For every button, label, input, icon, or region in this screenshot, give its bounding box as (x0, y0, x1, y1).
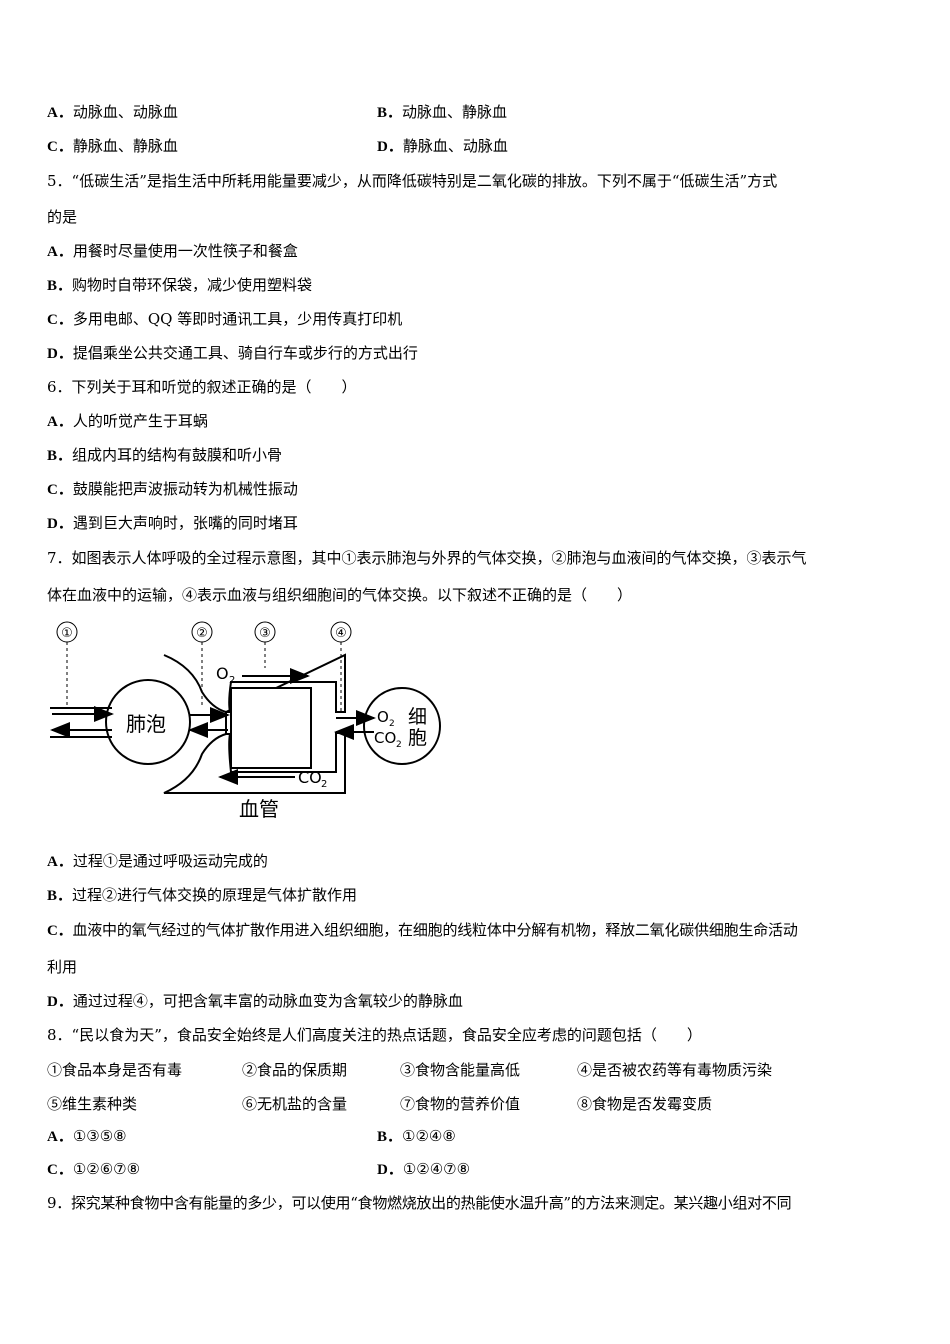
q4-option-b: B．动脉血、静脉血 (377, 103, 508, 121)
svg-text:CO: CO (374, 729, 396, 747)
q8-item: ①食品本身是否有毒 (47, 1061, 183, 1079)
svg-text:2: 2 (321, 779, 327, 790)
q9-stem-line1: 9．探究某种食物中含有能量的多少，可以使用“食物燃烧放出的热能使水温升高”的方法… (47, 1194, 792, 1212)
q5-option-a: A．用餐时尽量使用一次性筷子和餐盒 (47, 242, 298, 260)
svg-text:②: ② (196, 626, 208, 641)
q7-stem-line2: 体在血液中的运输，④表示血液与组织细胞间的气体交换。以下叙述不正确的是（ ） (47, 586, 633, 604)
q7-option-a: A．过程①是通过呼吸运动完成的 (47, 852, 268, 870)
respiration-diagram: ① ② ③ ④ 肺泡 O 2 CO 2 O 2 细 CO 2 胞 (50, 621, 441, 821)
q8-item: ④是否被农药等有毒物质污染 (577, 1061, 773, 1079)
svg-text:④: ④ (335, 626, 347, 641)
vessel-label: 血管 (239, 797, 279, 821)
q4-option-d: D．静脉血、动脉血 (377, 137, 508, 155)
q7-option-d: D．通过过程④，可把含氧丰富的动脉血变为含氧较少的静脉血 (47, 992, 463, 1010)
q8-item: ⑤维生素种类 (47, 1095, 138, 1113)
q6-stem: 6．下列关于耳和听觉的叙述正确的是（ ） (47, 378, 357, 396)
q5-option-c: C．多用电邮、QQ 等即时通讯工具，少用传真打印机 (47, 310, 403, 328)
svg-text:CO: CO (298, 768, 322, 787)
svg-text:2: 2 (229, 675, 235, 686)
q7-option-c: C．血液中的氧气经过的气体扩散作用进入组织细胞，在细胞的线粒体中分解有机物，释放… (47, 921, 798, 939)
q4-option-a: A．动脉血、动脉血 (47, 103, 178, 121)
q5-option-d: D．提倡乘坐公共交通工具、骑自行车或步行的方式出行 (47, 344, 418, 362)
svg-text:①: ① (61, 626, 73, 641)
q5-option-b: B．购物时自带环保袋，减少使用塑料袋 (47, 276, 313, 294)
marker-3: ③ (254, 621, 276, 643)
q6-option-d: D．遇到巨大声响时，张嘴的同时堵耳 (47, 514, 298, 532)
svg-text:O: O (216, 664, 229, 683)
q5-stem-line2: 的是 (47, 208, 78, 226)
q8-item: ⑥无机盐的含量 (242, 1095, 348, 1113)
q8-option-c: C．①②⑥⑦⑧ (47, 1160, 141, 1178)
svg-text:③: ③ (259, 626, 271, 641)
q8-item: ⑧食物是否发霉变质 (577, 1095, 713, 1113)
lung-label: 肺泡 (126, 712, 166, 736)
svg-text:细: 细 (408, 706, 427, 728)
q8-option-d: D．①②④⑦⑧ (377, 1160, 471, 1178)
q8-stem: 8．“民以食为天”，食品安全始终是人们高度关注的热点话题，食品安全应考虑的问题包… (47, 1026, 702, 1044)
marker-2: ② (191, 621, 213, 643)
q8-item: ⑦食物的营养价值 (400, 1095, 521, 1113)
q8-option-a: A．①③⑤⑧ (47, 1127, 127, 1145)
svg-text:2: 2 (389, 719, 395, 729)
svg-text:O: O (377, 708, 389, 726)
q7-option-b: B．过程②进行气体交换的原理是气体扩散作用 (47, 886, 358, 904)
q6-option-b: B．组成内耳的结构有鼓膜和听小骨 (47, 446, 283, 464)
q8-item: ②食品的保质期 (242, 1061, 348, 1079)
q6-option-a: A．人的听觉产生于耳蜗 (47, 412, 208, 430)
q8-item: ③食物含能量高低 (400, 1061, 521, 1079)
q8-option-b: B．①②④⑧ (377, 1127, 456, 1145)
q7-stem-line1: 7．如图表示人体呼吸的全过程示意图，其中①表示肺泡与外界的气体交换，②肺泡与血液… (47, 549, 807, 567)
q7-option-c-cont: 利用 (47, 958, 78, 976)
q6-option-c: C．鼓膜能把声波振动转为机械性振动 (47, 480, 298, 498)
svg-text:胞: 胞 (408, 727, 427, 749)
q4-option-c: C．静脉血、静脉血 (47, 137, 178, 155)
marker-1: ① (56, 621, 78, 643)
marker-4: ④ (330, 621, 352, 643)
svg-text:2: 2 (396, 740, 402, 750)
q5-stem-line1: 5．“低碳生活”是指生活中所耗用能量要减少，从而降低碳特别是二氧化碳的排放。下列… (47, 172, 778, 190)
